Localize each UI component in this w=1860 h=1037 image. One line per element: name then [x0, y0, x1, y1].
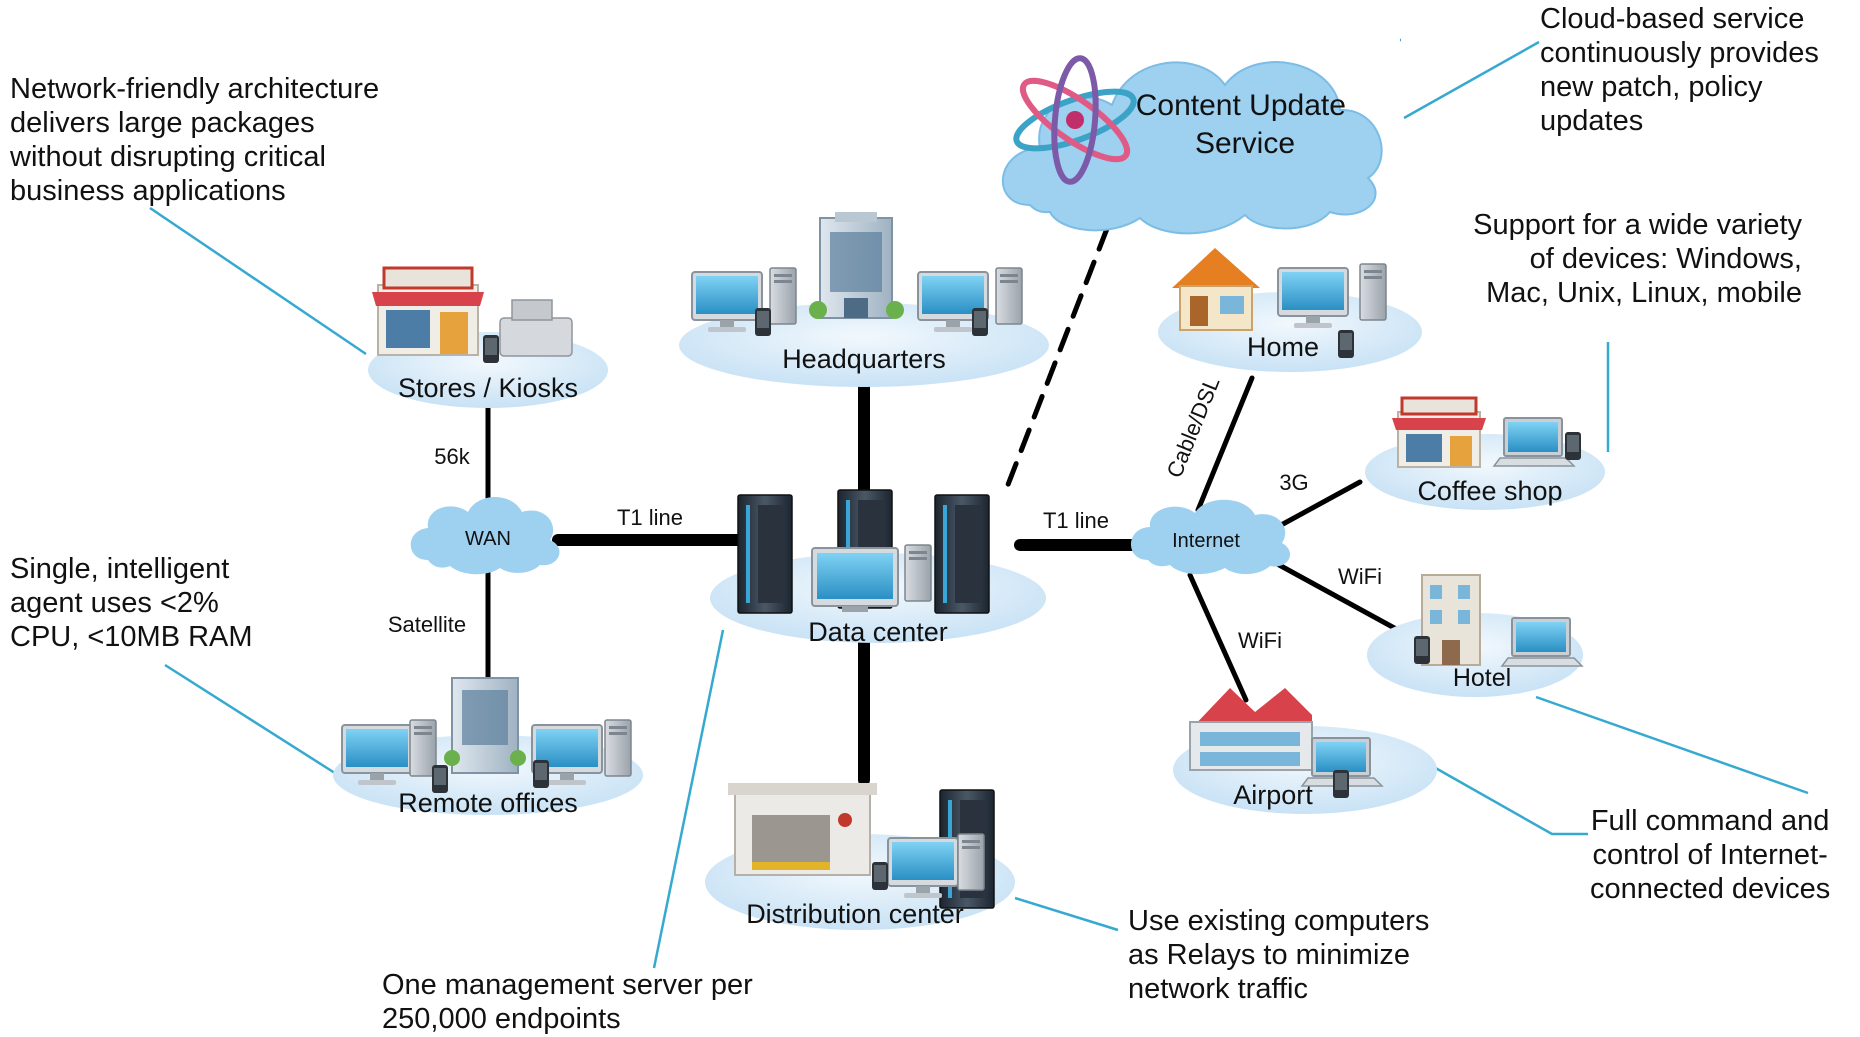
callout-line-relays	[1014, 896, 1119, 932]
callout-line-agent	[164, 663, 339, 777]
hotel-building-icon	[1421, 574, 1481, 666]
link-internet-airport	[1187, 572, 1249, 703]
home-label: Home	[1247, 332, 1319, 362]
link-cloud-datacenter	[1001, 192, 1123, 498]
callout-relays: Use existing computers as Relays to mini…	[1128, 905, 1430, 1005]
content-update-label: Content Update Service	[1136, 89, 1355, 160]
stores-node: Stores / Kiosks	[368, 266, 608, 408]
callout-network-friendly: Network-friendly architecture delivers l…	[10, 73, 380, 207]
stores-label: Stores / Kiosks	[398, 373, 578, 403]
data-center-label: Data center	[808, 617, 948, 647]
callout-single-agent: Single, intelligent agent uses <2% CPU, …	[10, 553, 253, 653]
airport-label: Airport	[1233, 780, 1313, 810]
wan-cloud: WAN	[410, 497, 560, 575]
content-update-cloud: Content Update Service	[1002, 55, 1383, 235]
callout-line-server	[652, 629, 725, 969]
callout-line-hotel	[1535, 695, 1809, 795]
coffee-shop-node: Coffee shop	[1365, 396, 1605, 510]
callout-management-server: One management server per 250,000 endpoi…	[382, 969, 753, 1035]
office-building-icon	[444, 677, 526, 774]
atom-icon	[1013, 55, 1137, 185]
remote-offices-label: Remote offices	[398, 788, 578, 818]
link-label-satellite: Satellite	[388, 612, 466, 637]
storefront-icon	[1392, 396, 1486, 468]
link-label-3g: 3G	[1279, 470, 1308, 495]
callout-lines	[149, 38, 1809, 969]
distribution-center-node: Distribution center	[705, 783, 1015, 930]
link-label-56k: 56k	[434, 444, 470, 469]
data-center-node: Data center	[710, 489, 1046, 647]
office-building-icon	[809, 212, 904, 319]
warehouse-icon	[728, 783, 877, 876]
headquarters-label: Headquarters	[782, 344, 946, 374]
callout-line-cloud	[1403, 40, 1540, 120]
link-label-t1-left: T1 line	[617, 505, 683, 530]
internet-label: Internet	[1172, 530, 1240, 552]
headquarters-node: Headquarters	[679, 212, 1049, 387]
link-label-wifi-airport: WiFi	[1238, 628, 1282, 653]
link-internet-coffee	[1269, 479, 1363, 533]
callout-cloud-service: Cloud-based service continuously provide…	[1540, 3, 1819, 137]
house-icon	[1172, 248, 1260, 331]
callout-device-support: Support for a wide variety of devices: W…	[1473, 209, 1802, 309]
airport-terminal-icon	[1189, 688, 1313, 771]
cash-register-icon	[499, 299, 573, 357]
distribution-center-label: Distribution center	[746, 899, 964, 929]
hotel-node: Hotel	[1367, 574, 1583, 697]
link-label-t1-right: T1 line	[1043, 508, 1109, 533]
coffee-shop-label: Coffee shop	[1417, 476, 1562, 506]
link-internet-home	[1195, 375, 1255, 513]
network-links	[485, 192, 1423, 786]
hotel-label: Hotel	[1453, 664, 1511, 692]
storefront-icon	[372, 266, 484, 356]
airport-node: Airport	[1173, 688, 1437, 814]
callout-line-stores	[149, 206, 367, 356]
link-label-wifi-hotel: WiFi	[1338, 564, 1382, 589]
remote-offices-node: Remote offices	[333, 677, 643, 818]
home-node: Home	[1158, 248, 1422, 372]
callout-line-airport	[1431, 764, 1588, 836]
callout-command-control: Full command and control of Internet- co…	[1590, 805, 1831, 905]
internet-cloud: Internet	[1130, 499, 1291, 575]
wan-label: WAN	[465, 528, 511, 550]
